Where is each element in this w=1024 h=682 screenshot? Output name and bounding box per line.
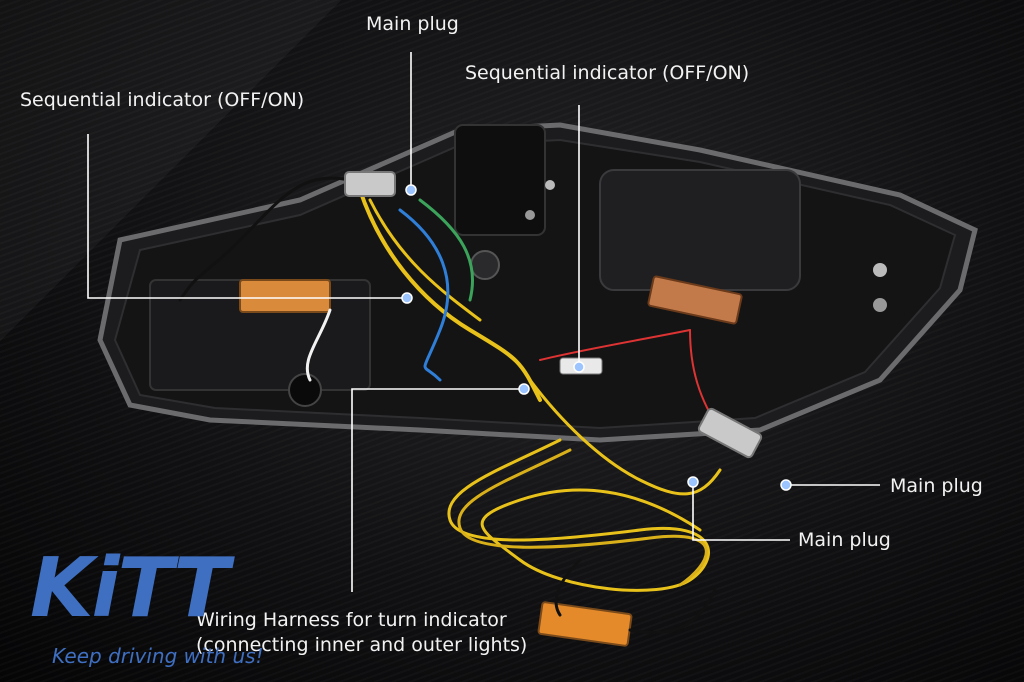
marker-seq-indicator-right <box>573 361 585 373</box>
marker-main-plug-right-upper <box>780 479 792 491</box>
resistor-inner-left <box>239 279 331 313</box>
callout-wiring-harness: Wiring Harness for turn indicator (conne… <box>196 608 528 657</box>
main-plug-connector-right <box>697 407 763 459</box>
callout-wiring-harness-line1: Wiring Harness for turn indicator <box>196 609 507 631</box>
marker-main-plug-right-lower <box>687 476 699 488</box>
callout-seq-indicator-left: Sequential indicator (OFF/ON) <box>20 89 305 111</box>
main-plug-connector-top <box>344 171 396 197</box>
marker-wiring-harness <box>518 383 530 395</box>
callout-main-plug-right-lower: Main plug <box>798 529 891 551</box>
callout-wiring-harness-line2: (connecting inner and outer lights) <box>196 633 528 656</box>
callout-seq-indicator-right: Sequential indicator (OFF/ON) <box>465 62 750 84</box>
marker-seq-indicator-left <box>401 292 413 304</box>
resistor-inner-right <box>647 275 743 325</box>
resistor-loose <box>537 601 633 647</box>
marker-main-plug-top <box>405 184 417 196</box>
callout-main-plug-right-upper: Main plug <box>890 475 983 497</box>
brand-tagline: Keep driving with us! <box>52 644 264 668</box>
brand-logo: KiTT <box>30 541 229 636</box>
callout-main-plug-top: Main plug <box>366 13 459 35</box>
